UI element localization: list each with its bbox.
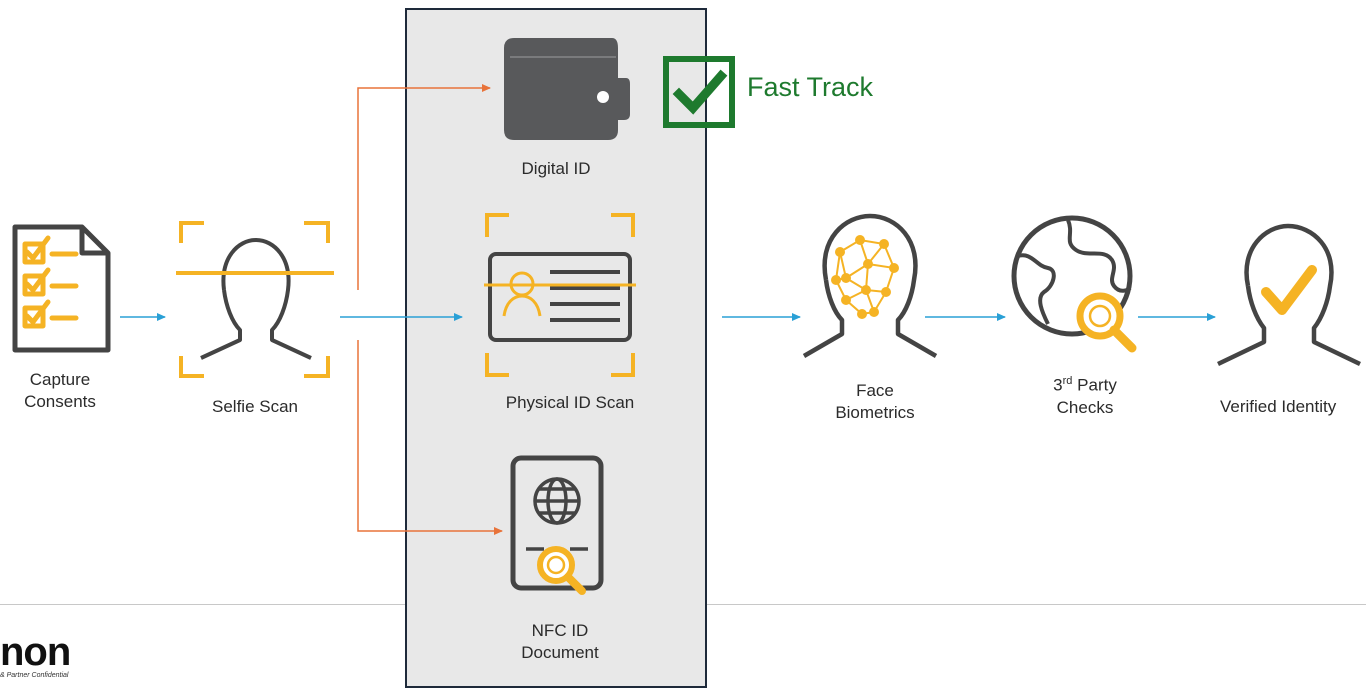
arrow-branch-digital-id: [357, 84, 491, 290]
globe-search-icon: [1011, 215, 1137, 353]
third-party-number: 3: [1053, 375, 1063, 395]
face-biometrics-label: Face Biometrics: [835, 381, 915, 422]
company-logo: non: [0, 630, 71, 674]
physical-id-scan-label: Physical ID Scan: [505, 393, 635, 412]
digital-id-label: Digital ID: [521, 159, 591, 178]
third-party-rest: Party Checks: [1056, 375, 1117, 417]
face-biometrics-icon: [802, 213, 938, 358]
id-card-scan-icon: [484, 213, 636, 377]
divider-left: [0, 604, 405, 605]
passport-nfc-icon: [510, 455, 604, 595]
checklist-icon: [12, 224, 111, 353]
verified-identity-icon: [1217, 223, 1361, 367]
selfie-scan-label: Selfie Scan: [212, 397, 298, 416]
nfc-id-document-label: NFC ID Document: [521, 621, 599, 662]
divider-right: [707, 604, 1366, 605]
checkbox-check-icon: [663, 56, 735, 128]
verified-identity-label: Verified Identity: [1220, 397, 1337, 416]
arrow-branch-nfc: [357, 340, 503, 535]
confidential-note: & Partner Confidential: [0, 672, 69, 679]
capture-consents-label: Capture Consents: [24, 370, 96, 411]
third-party-ordinal: rd: [1062, 375, 1073, 387]
wallet-icon: [504, 38, 630, 140]
selfie-scan-icon: [176, 221, 334, 378]
third-party-checks-label: 3rd Party Checks: [1030, 370, 1140, 419]
fast-track-label: Fast Track: [747, 72, 874, 102]
